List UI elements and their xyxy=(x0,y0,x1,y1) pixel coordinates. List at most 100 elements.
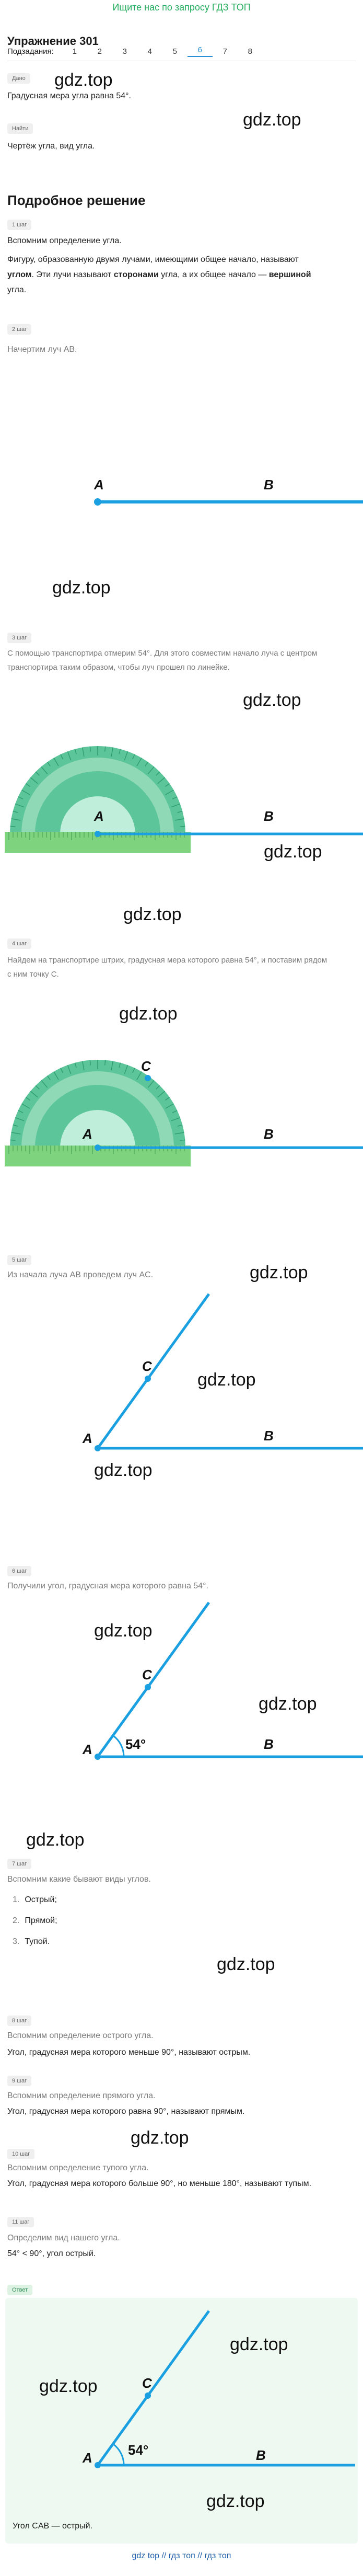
step-text: Угол, градусная мера которого меньше 90°… xyxy=(7,2048,251,2057)
protractor-tick xyxy=(30,1091,38,1098)
subtask-tab-1[interactable]: 1 xyxy=(72,47,77,56)
protractor-tick xyxy=(147,1080,155,1088)
protractor-tick xyxy=(124,1064,128,1074)
subtask-tab-6[interactable]: 6 xyxy=(187,45,213,57)
protractor-tick xyxy=(10,826,16,827)
watermark: gdz.top xyxy=(52,578,111,598)
subtask-tab-2[interactable]: 2 xyxy=(97,47,102,56)
watermark: gdz.top xyxy=(123,905,182,924)
protractor-tick xyxy=(136,758,142,766)
step-chip: 3 шаг xyxy=(7,633,32,643)
subtask-label: Подзадания: xyxy=(7,47,54,56)
protractor-tick xyxy=(13,810,18,813)
protractor-tick xyxy=(25,1097,31,1101)
protractor-tick xyxy=(35,1085,40,1090)
step-text: Угол, градусная мера которого равна 90°,… xyxy=(7,2107,245,2116)
watermark: gdz.top xyxy=(94,1460,153,1480)
protractor-tick xyxy=(156,1085,160,1090)
protractor-tick xyxy=(174,818,184,821)
step-text: Из начала луча AB проведем луч AC. xyxy=(7,1270,154,1279)
step-text-part: угла, а их общее начало — xyxy=(158,270,269,279)
given-text: Градусная мера угла равна 54°. xyxy=(7,91,131,100)
protractor xyxy=(5,746,191,853)
protractor-tick xyxy=(165,789,174,795)
ray-ac xyxy=(96,1293,210,1449)
protractor-tick xyxy=(21,1103,30,1109)
protractor xyxy=(5,1060,191,1166)
watermark: gdz.top xyxy=(54,70,113,90)
angle-arc xyxy=(112,2443,125,2466)
point-a xyxy=(95,2462,101,2468)
step-text: Фигуру, образованную двумя лучами, имеющ… xyxy=(7,255,299,264)
protractor-tick xyxy=(13,1124,18,1127)
figure-protractor-2: A B C xyxy=(5,1058,363,1166)
step-text: С помощью транспортира отмерим 54°. Для … xyxy=(7,649,318,658)
protractor-tick xyxy=(165,783,170,787)
figure-angle-1: A B C xyxy=(82,1293,363,1451)
protractor-tick xyxy=(172,796,178,799)
protractor-tick xyxy=(15,1117,25,1121)
protractor-tick xyxy=(157,1091,166,1098)
protractor-tick xyxy=(174,1132,184,1135)
label-c: C xyxy=(142,1667,153,1682)
watermark: gdz.top xyxy=(230,2334,288,2354)
protractor-tick xyxy=(145,761,148,767)
watermark: gdz.top xyxy=(26,1830,85,1850)
protractor-tick xyxy=(60,1068,63,1073)
point-c xyxy=(145,2392,151,2399)
watermark: gdz.top xyxy=(131,2128,189,2148)
protractor-tick xyxy=(53,758,59,766)
protractor-tick xyxy=(119,749,121,754)
protractor-tick xyxy=(171,1117,181,1121)
label-c: C xyxy=(141,1058,151,1074)
protractor-tick xyxy=(41,766,48,774)
subtask-tab-3[interactable]: 3 xyxy=(122,47,127,56)
protractor-tick xyxy=(171,803,181,808)
protractor-tick xyxy=(156,771,160,776)
exercise-title: Упражнение 301 xyxy=(7,35,99,48)
subtask-tab-7[interactable]: 7 xyxy=(223,47,227,56)
step-chip: 6 шаг xyxy=(7,1566,32,1576)
protractor-tick xyxy=(111,1061,113,1071)
protractor-tick xyxy=(104,1060,106,1066)
subtask-tab-8[interactable]: 8 xyxy=(248,47,252,56)
step-text: Определим вид нашего угла. xyxy=(7,2234,120,2242)
term: сторонами xyxy=(113,270,159,279)
subtask-nav: Подзадания: 1 2 3 4 5 6 7 8 xyxy=(7,45,263,58)
watermark: gdz.top xyxy=(259,1694,317,1714)
protractor-tick xyxy=(147,766,155,774)
protractor-tick xyxy=(82,747,85,757)
protractor-tick xyxy=(74,749,77,754)
protractor-tick xyxy=(180,826,185,827)
step-text: Вспомним определение тупого угла. xyxy=(7,2163,149,2172)
footer-links[interactable]: gdz top // гдз топ // гдз топ xyxy=(132,2551,231,2560)
step-text: Вспомним определение острого угла. xyxy=(7,2031,154,2040)
watermark: gdz.top xyxy=(119,1004,178,1024)
protractor-tick xyxy=(165,1097,170,1101)
step-text: Вспомним какие бывают виды углов. xyxy=(7,1875,151,1884)
protractor-tick xyxy=(53,1071,59,1080)
protractor-tick xyxy=(124,751,128,761)
step-text: угла. xyxy=(7,285,27,294)
promo-banner[interactable]: Ищите нас по запросу ГДЗ ТОП xyxy=(112,2,251,13)
solution-title: Подробное решение xyxy=(7,192,146,208)
point-a xyxy=(95,831,101,837)
step-text: транспортира таким образом, чтобы луч пр… xyxy=(7,663,230,672)
angle-arc xyxy=(112,1735,125,1757)
step-chip: 10 шаг xyxy=(7,2149,35,2159)
protractor-tick xyxy=(165,1103,174,1109)
subtask-tab-4[interactable]: 4 xyxy=(147,47,152,56)
answer-text: Угол CAB — острый. xyxy=(13,2522,93,2531)
point-a xyxy=(95,1144,101,1151)
figure-answer-angle: A B C 54° xyxy=(82,2310,355,2468)
step-text-part: . Эти лучи называют xyxy=(31,270,114,279)
protractor-tick xyxy=(132,754,135,760)
watermark: gdz.top xyxy=(217,1954,275,1974)
subtask-tab-5[interactable]: 5 xyxy=(172,47,177,56)
label-c: C xyxy=(142,2375,153,2391)
protractor-tick xyxy=(177,1124,183,1127)
step-text: Начертим луч AB. xyxy=(7,345,77,354)
protractor-tick xyxy=(47,1075,51,1081)
protractor-tick xyxy=(25,783,31,787)
step-chip: 5 шаг xyxy=(7,1255,32,1265)
